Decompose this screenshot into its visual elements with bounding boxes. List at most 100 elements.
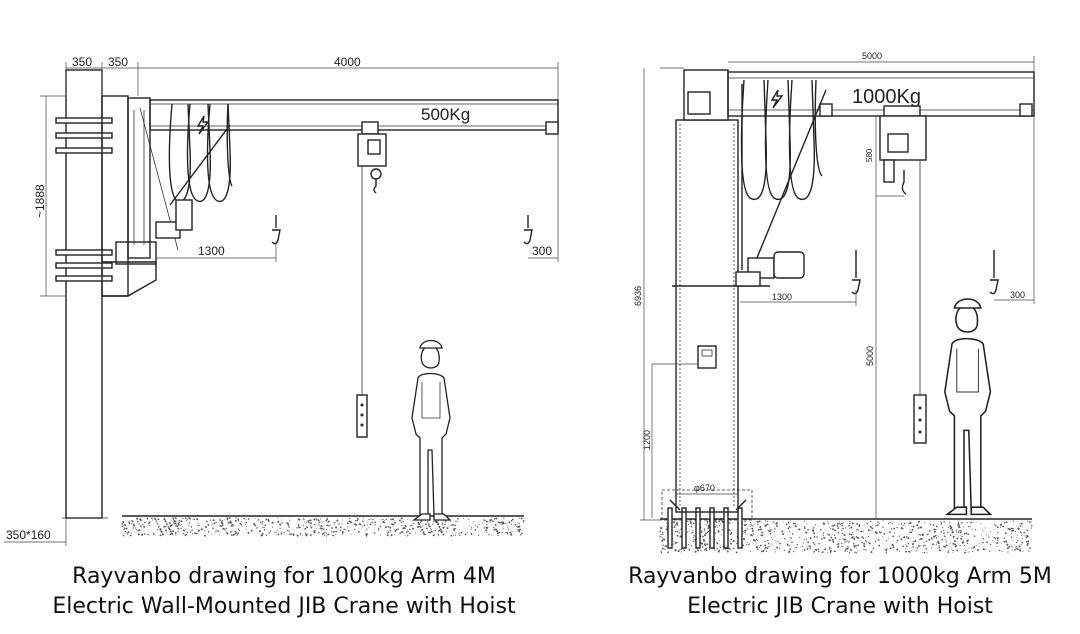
ground-speck bbox=[510, 533, 512, 535]
ground-speck bbox=[892, 535, 894, 538]
ground-speck bbox=[420, 530, 422, 532]
ground-speck bbox=[190, 526, 192, 528]
ground-speck bbox=[702, 538, 705, 541]
ground-speck bbox=[166, 523, 168, 526]
ground-speck bbox=[975, 544, 977, 546]
ground-speck bbox=[124, 528, 126, 530]
ground-speck bbox=[505, 523, 507, 525]
ground-speck bbox=[439, 528, 441, 530]
ground-speck bbox=[335, 534, 336, 536]
ground-speck bbox=[453, 529, 455, 532]
ground-speck bbox=[277, 517, 279, 519]
ground-speck bbox=[207, 531, 210, 533]
ground-speck bbox=[743, 524, 746, 526]
ground-speck bbox=[833, 529, 836, 532]
right-dimensions bbox=[640, 56, 1035, 521]
ground-speck bbox=[1019, 525, 1022, 527]
right-dim-top-span: 5000 bbox=[862, 51, 882, 61]
ground-speck bbox=[660, 551, 663, 554]
ground-speck bbox=[275, 534, 277, 536]
ground-speck bbox=[1020, 547, 1021, 549]
ground-speck bbox=[779, 547, 781, 549]
ground-speck bbox=[731, 533, 733, 535]
ground-speck bbox=[687, 523, 689, 526]
ground-speck bbox=[674, 541, 677, 544]
ground-speck bbox=[442, 522, 444, 524]
ground-speck bbox=[281, 531, 283, 533]
ground-speck bbox=[488, 533, 490, 536]
ground-speck bbox=[1017, 539, 1019, 542]
ground-speck bbox=[896, 526, 898, 529]
ground-speck bbox=[1019, 531, 1022, 533]
ground-speck bbox=[232, 525, 234, 527]
ground-speck bbox=[520, 517, 523, 520]
ground-speck bbox=[934, 529, 936, 530]
ground-speck bbox=[501, 521, 503, 524]
ground-speck bbox=[823, 537, 826, 539]
ground-speck bbox=[262, 526, 264, 528]
ground-speck bbox=[207, 524, 209, 526]
ground-speck bbox=[157, 518, 160, 521]
ground-speck bbox=[744, 531, 746, 534]
ground-speck bbox=[716, 542, 719, 545]
ground-speck bbox=[121, 526, 123, 528]
ground-speck bbox=[177, 530, 179, 533]
ground-speck bbox=[320, 527, 322, 530]
ground-speck bbox=[452, 524, 454, 526]
ground-speck bbox=[809, 548, 811, 550]
ground-speck bbox=[433, 521, 435, 523]
ground-speck bbox=[748, 543, 751, 545]
ground-speck bbox=[245, 521, 247, 524]
ground-speck bbox=[518, 525, 521, 528]
ground-speck bbox=[814, 543, 816, 545]
ground-speck bbox=[949, 527, 952, 530]
ground-speck bbox=[400, 531, 403, 534]
ground-speck bbox=[714, 533, 716, 535]
ground-speck bbox=[703, 530, 706, 532]
ground-speck bbox=[661, 547, 664, 550]
ground-speck bbox=[925, 540, 928, 543]
ground-speck bbox=[744, 520, 746, 523]
ground-speck bbox=[766, 520, 768, 523]
ground-speck bbox=[742, 538, 745, 540]
ground-speck bbox=[486, 526, 489, 529]
ground-speck bbox=[752, 539, 755, 541]
ground-speck bbox=[940, 522, 943, 524]
ground-speck bbox=[468, 519, 470, 521]
ground-speck bbox=[856, 523, 858, 525]
ground-speck bbox=[911, 550, 913, 552]
ground-speck bbox=[427, 521, 429, 523]
ground-speck bbox=[798, 536, 800, 538]
ground-speck bbox=[885, 549, 888, 552]
ground-speck bbox=[839, 523, 841, 525]
ground-speck bbox=[169, 522, 171, 525]
right-caption-line1: Rayvanbo drawing for 1000kg Arm 5M bbox=[628, 564, 1052, 589]
ground-speck bbox=[1008, 528, 1011, 531]
ground-speck bbox=[172, 530, 175, 533]
ground-speck bbox=[788, 545, 790, 547]
ground-speck bbox=[889, 547, 892, 550]
ground-speck bbox=[464, 533, 467, 536]
ground-speck bbox=[178, 521, 181, 524]
ground-speck bbox=[846, 540, 848, 542]
ground-speck bbox=[428, 524, 430, 527]
ground-speck bbox=[966, 539, 969, 542]
ground-speck bbox=[914, 539, 916, 541]
ground-speck bbox=[889, 521, 891, 524]
ground-speck bbox=[836, 525, 839, 527]
ground-speck bbox=[317, 522, 319, 524]
ground-speck bbox=[308, 521, 310, 524]
ground-speck bbox=[705, 532, 707, 535]
ground-speck bbox=[394, 522, 396, 524]
ground-speck bbox=[676, 522, 679, 525]
ground-speck bbox=[952, 552, 954, 554]
ground-speck bbox=[1020, 544, 1022, 546]
ground-speck bbox=[945, 544, 948, 547]
ground-speck bbox=[122, 534, 125, 537]
ground-speck bbox=[470, 533, 473, 535]
ground-speck bbox=[190, 530, 192, 532]
ground-speck bbox=[304, 521, 306, 523]
ground-speck bbox=[918, 533, 920, 536]
ground-speck bbox=[288, 526, 290, 528]
ground-speck bbox=[306, 533, 308, 535]
